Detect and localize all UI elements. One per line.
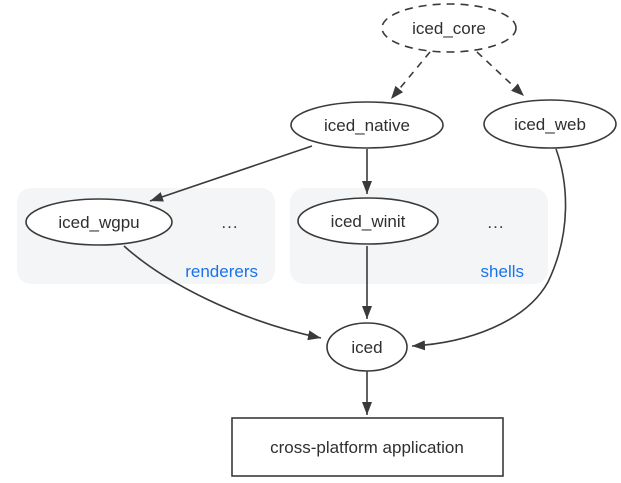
group-shells-ellipsis: ... bbox=[487, 213, 504, 232]
node-iced-wgpu-shape bbox=[25, 198, 173, 246]
node-iced-native: iced_native bbox=[290, 101, 444, 149]
group-renderers-label: renderers bbox=[185, 262, 258, 281]
node-iced-core-label: iced_core bbox=[412, 19, 486, 38]
node-iced: iced bbox=[326, 322, 408, 372]
node-app-label: cross-platform application bbox=[270, 438, 464, 457]
node-iced-web-shape bbox=[483, 99, 617, 149]
node-app-shape bbox=[231, 417, 504, 477]
node-iced-native-shape bbox=[290, 101, 444, 149]
node-iced-label: iced bbox=[351, 338, 382, 357]
edge-iced_core-iced_web bbox=[476, 51, 525, 97]
node-iced-winit-shape bbox=[297, 197, 439, 245]
node-iced-winit: iced_winit bbox=[297, 197, 439, 245]
group-shells-label: shells bbox=[481, 262, 524, 281]
edge-iced_web-iced bbox=[411, 148, 567, 351]
node-iced-web: iced_web bbox=[483, 99, 617, 149]
node-iced-web-label: iced_web bbox=[514, 115, 586, 134]
node-iced-wgpu-label: iced_wgpu bbox=[58, 213, 139, 232]
group-renderers-ellipsis: ... bbox=[221, 213, 238, 232]
edge-iced_native-iced_wgpu bbox=[149, 145, 313, 202]
node-iced-core: iced_core bbox=[381, 3, 517, 53]
edge-iced_core-iced_native bbox=[390, 51, 431, 100]
node-app: cross-platform application bbox=[231, 417, 504, 477]
node-iced-wgpu: iced_wgpu bbox=[25, 198, 173, 246]
node-iced-winit-label: iced_winit bbox=[331, 212, 406, 231]
node-iced-native-label: iced_native bbox=[324, 116, 410, 135]
edge-iced_wgpu-iced bbox=[123, 245, 322, 341]
node-iced-core-shape bbox=[381, 3, 517, 53]
node-iced-shape bbox=[326, 322, 408, 372]
